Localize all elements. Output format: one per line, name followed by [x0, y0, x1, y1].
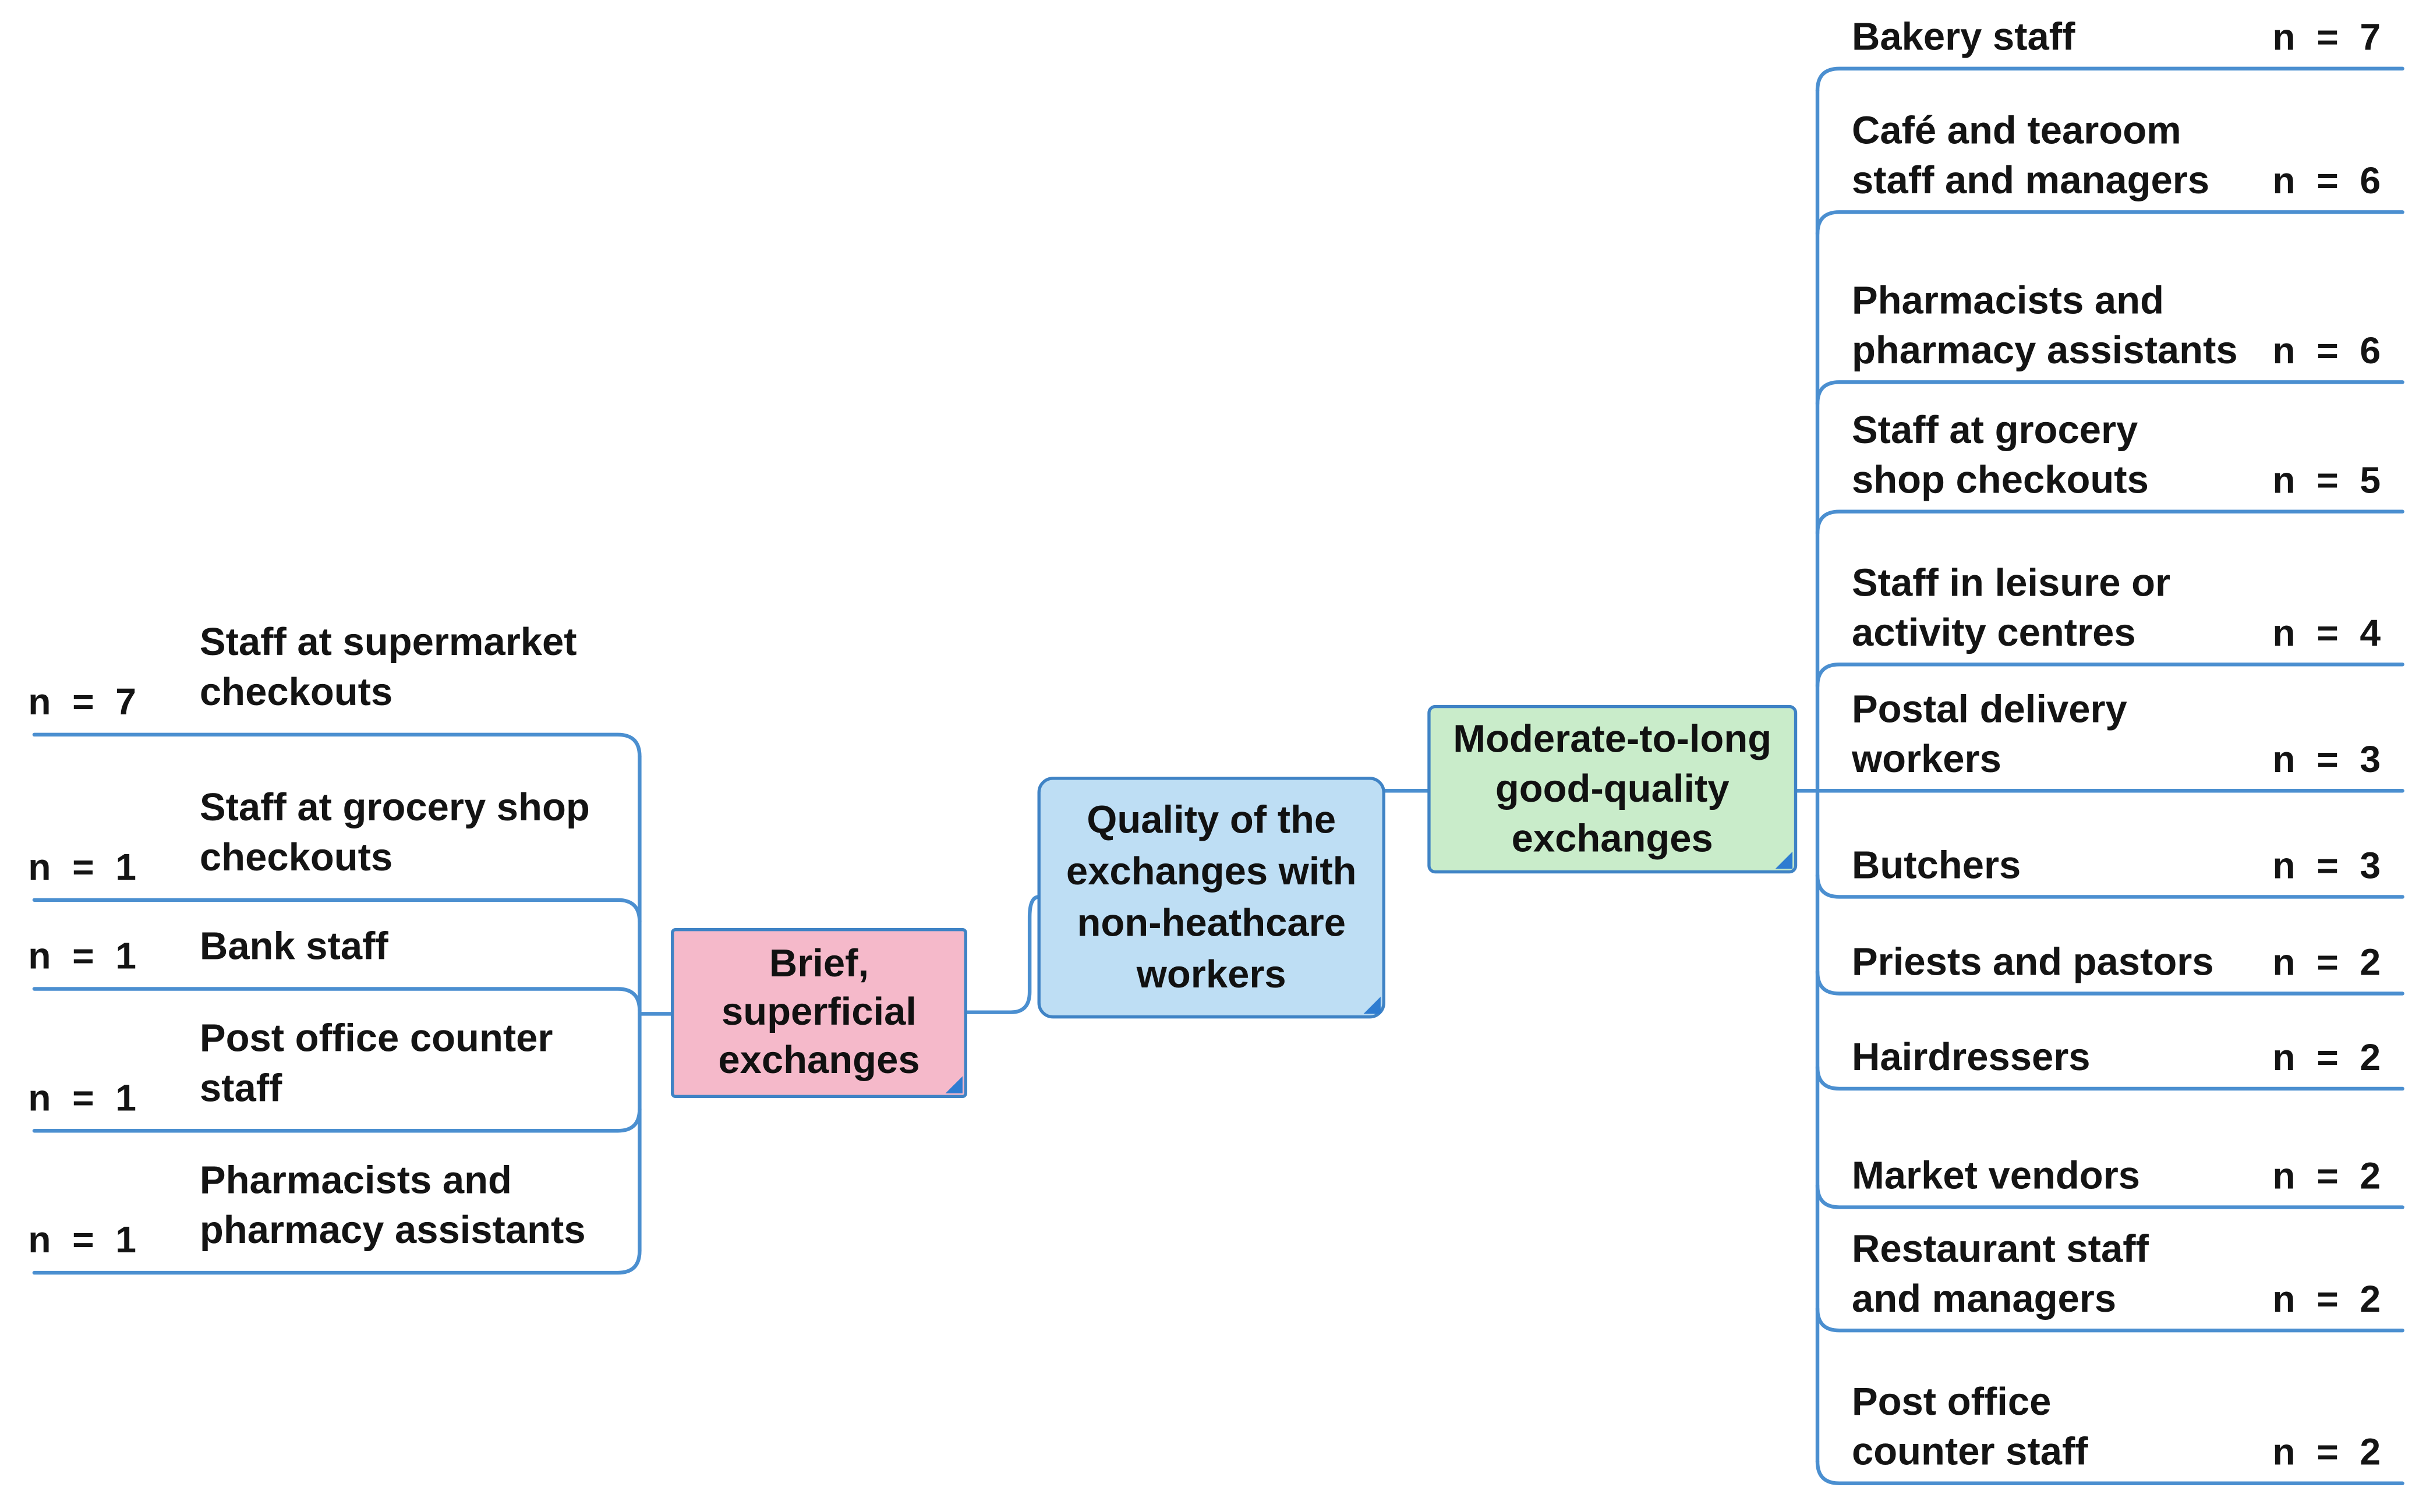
leaf-count: n = 1 [28, 847, 137, 890]
leaf-count: n = 2 [2272, 1432, 2381, 1474]
connector-line [32, 898, 642, 924]
leaf-count: n = 2 [2272, 1037, 2381, 1079]
leaf-count: n = 1 [28, 1219, 137, 1262]
leaf-label: Priests and pastors [1851, 940, 2214, 985]
connector-line [1815, 380, 2404, 406]
leaf-label: Post office counter staff [199, 1017, 553, 1111]
leaf-label: Café and tearoom staff and managers [1851, 109, 2210, 203]
root-node: Quality of the exchanges with non-heathc… [1037, 777, 1385, 1019]
leaf-label: Pharmacists and pharmacy assistants [1851, 279, 2238, 373]
leaf-label: Bakery staff [1851, 15, 2075, 59]
collapse-indicator-icon [945, 1076, 963, 1093]
leaf-label: Postal delivery workers [1851, 688, 2127, 782]
connector-line [32, 732, 642, 759]
leaf-count: n = 4 [2272, 612, 2381, 656]
root-node-label: Quality of the exchanges with non-heathc… [1066, 798, 1357, 996]
connector-line [1815, 663, 2404, 688]
leaf-label: Pharmacists and pharmacy assistants [199, 1159, 586, 1253]
branch-node-brief-label: Brief, superficial exchanges [718, 942, 920, 1083]
leaf-label: Hairdressers [1851, 1035, 2091, 1079]
leaf-count: n = 1 [28, 936, 137, 978]
leaf-label: Staff at grocery shop checkouts [1851, 408, 2149, 502]
leaf-count: n = 1 [28, 1078, 137, 1120]
branch-node-moderate: Moderate-to-long good-quality exchanges [1427, 704, 1798, 874]
connector-line [1815, 509, 2404, 536]
connector-line [32, 1249, 642, 1275]
connector-line [32, 987, 642, 1013]
collapse-indicator-icon [1363, 996, 1381, 1014]
leaf-label: Market vendors [1851, 1154, 2141, 1198]
leaf-count: n = 6 [2272, 330, 2381, 373]
collapse-indicator-icon [1775, 851, 1793, 869]
leaf-label: Post office counter staff [1851, 1380, 2088, 1474]
leaf-count: n = 3 [2272, 739, 2381, 782]
leaf-label: Staff at grocery shop checkouts [199, 786, 590, 880]
leaf-label: Butchers [1851, 844, 2021, 888]
connector-line [1815, 210, 2404, 236]
leaf-label: Staff in leisure or activity centres [1851, 561, 2171, 656]
branch-node-moderate-label: Moderate-to-long good-quality exchanges [1453, 717, 1772, 861]
leaf-count: n = 6 [2272, 160, 2381, 203]
leaf-label: Restaurant staff and managers [1851, 1227, 2149, 1322]
branch-node-brief: Brief, superficial exchanges [670, 928, 967, 1099]
leaf-label: Staff at supermarket checkouts [199, 621, 577, 714]
leaf-count: n = 3 [2272, 845, 2381, 888]
connector-line [965, 895, 1041, 1014]
leaf-label: Bank staff [199, 925, 388, 969]
leaf-count: n = 2 [2272, 1279, 2381, 1322]
leaf-count: n = 2 [2272, 1156, 2381, 1198]
leaf-count: n = 7 [28, 681, 137, 724]
leaf-count: n = 5 [2272, 460, 2381, 502]
leaf-count: n = 7 [2272, 17, 2381, 59]
connector-line [1815, 1460, 2404, 1485]
connector-line [1815, 66, 2404, 93]
leaf-count: n = 2 [2272, 942, 2381, 985]
